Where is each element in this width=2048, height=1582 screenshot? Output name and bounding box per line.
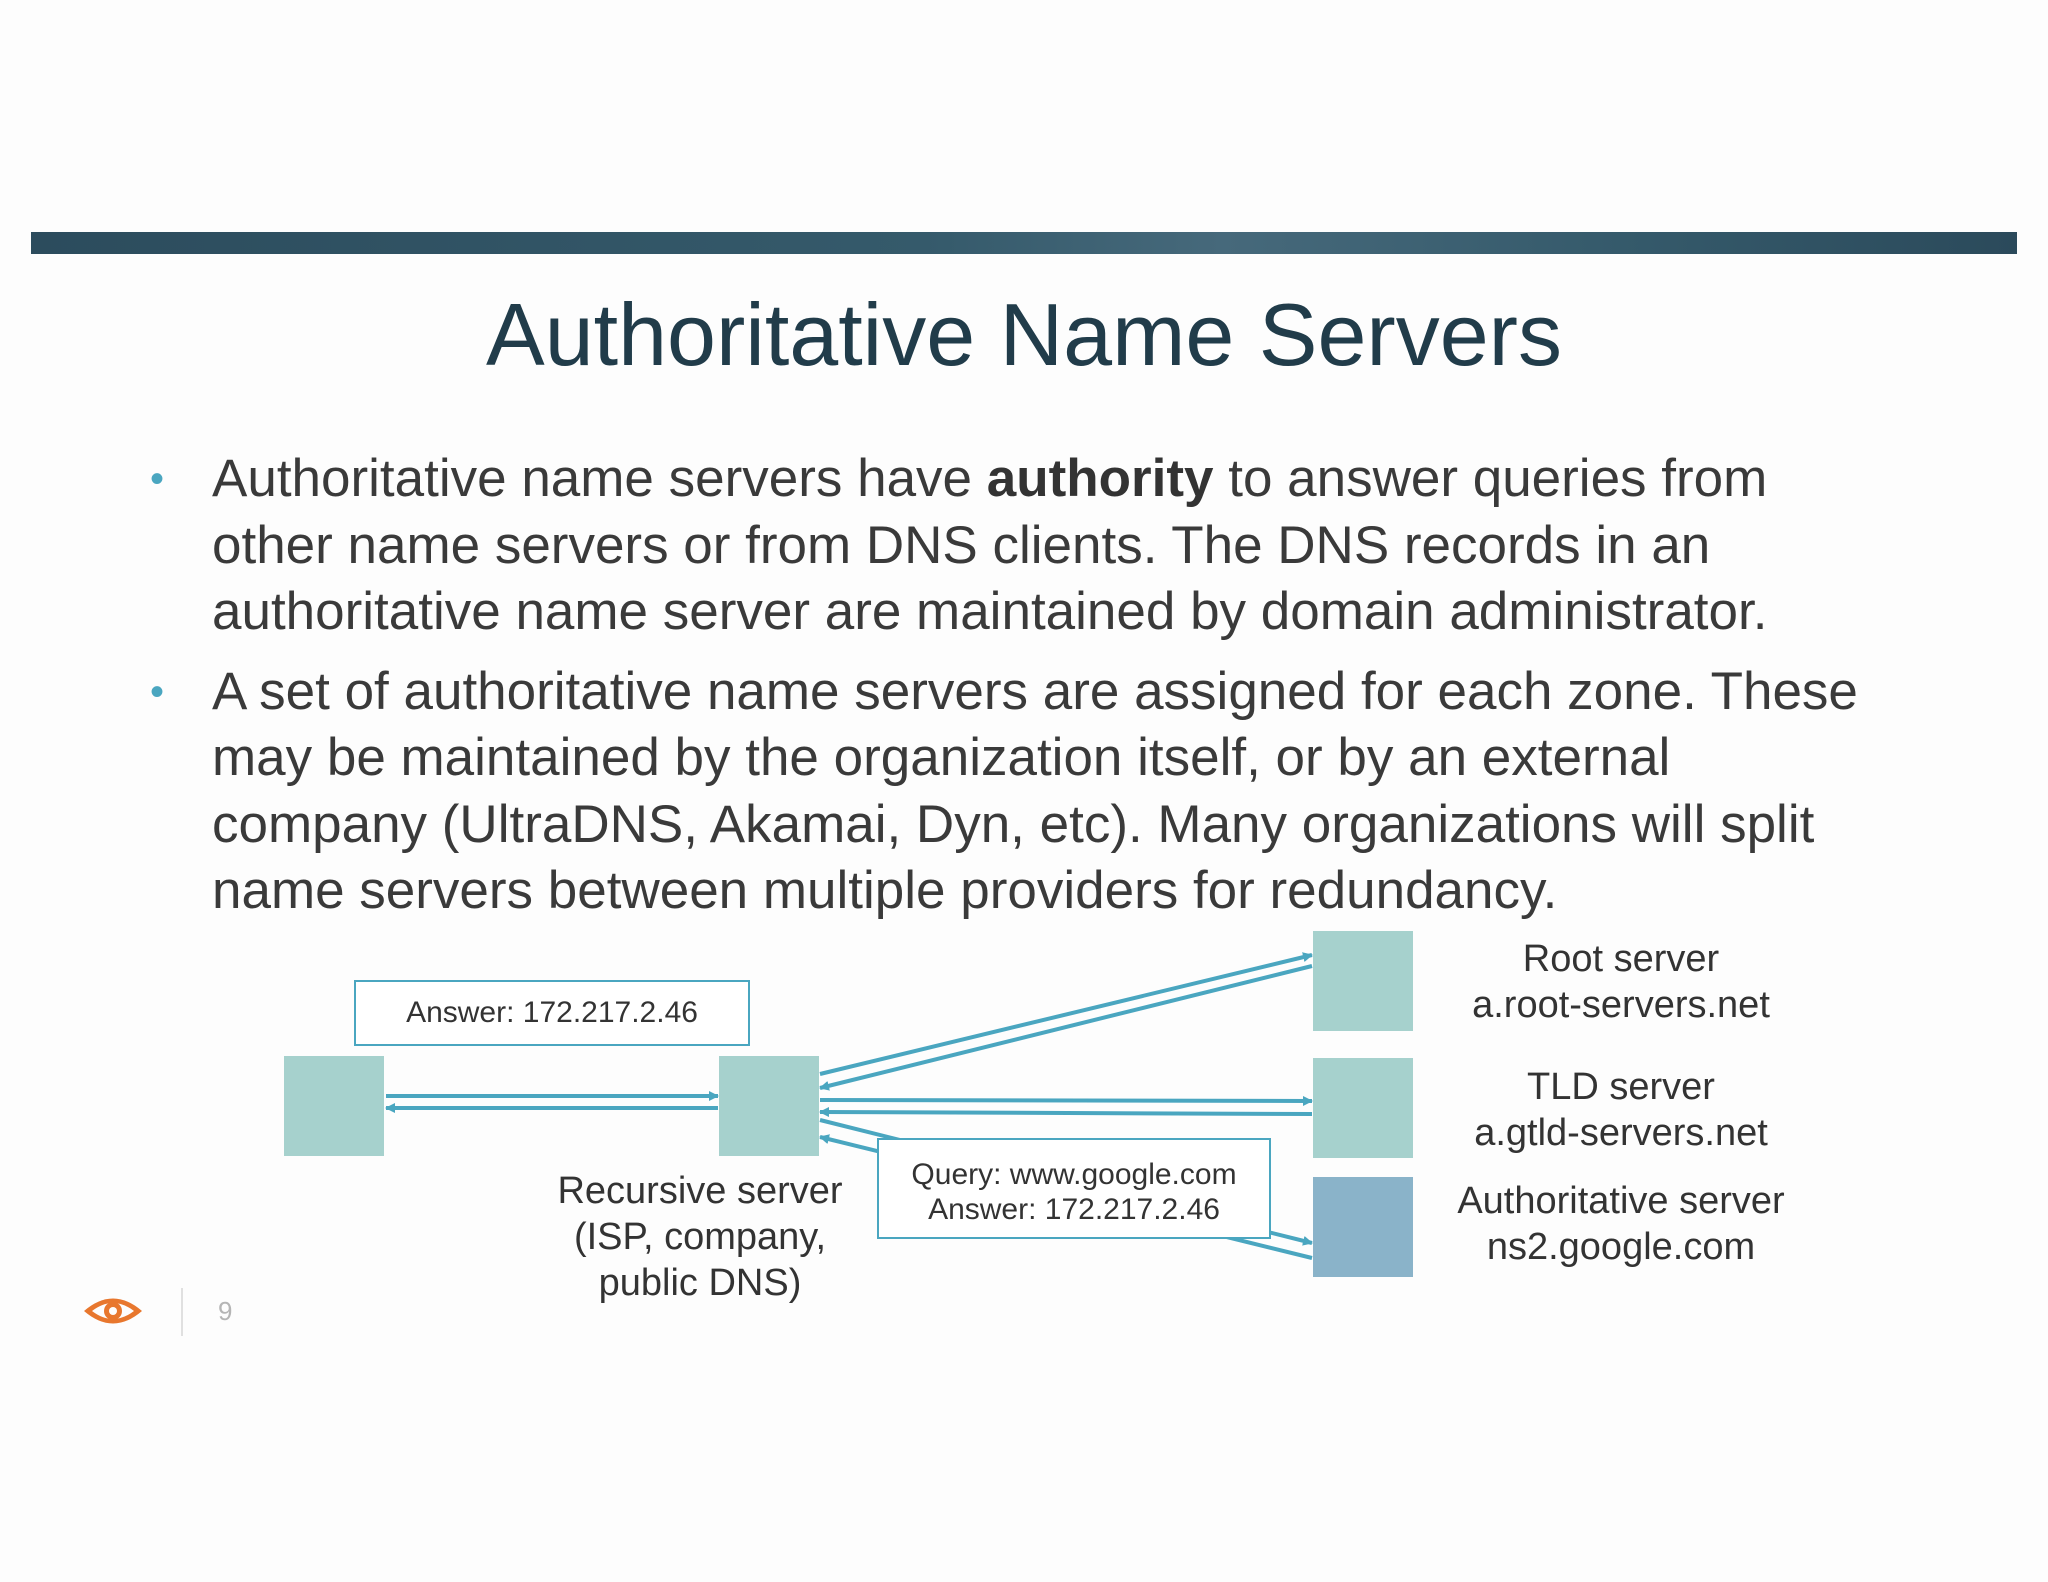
query-text: Query: www.google.com (911, 1158, 1237, 1191)
root-server-label: Root server a.root-servers.net (1440, 936, 1802, 1028)
bullet-line: A set of authoritative name servers are … (212, 661, 1858, 721)
auth-label-line: Authoritative server (1457, 1180, 1785, 1222)
bullet-line: other name servers or from DNS clients. … (212, 515, 1711, 575)
recursive-server-label: Recursive server (ISP, company, public D… (540, 1168, 860, 1306)
bullet-item: • A set of authoritative name servers ar… (140, 659, 1900, 925)
tld-server-node (1313, 1058, 1413, 1158)
bullet-bold-text: authority (986, 449, 1214, 508)
tld-label-line: a.gtld-servers.net (1474, 1112, 1768, 1154)
bullet-line: may be maintained by the organization it… (212, 728, 1671, 787)
auth-label-line: ns2.google.com (1486, 1226, 1756, 1268)
arrow-recursive-to-tld (819, 1095, 1313, 1106)
query-answer-text: Answer: 172.217.2.46 (928, 1193, 1220, 1226)
recursive-server-node (719, 1056, 819, 1156)
root-label-line: a.root-servers.net (1472, 984, 1770, 1026)
bullet-dot-icon: • (150, 457, 165, 501)
bullet-item: • Authoritative name servers have author… (140, 446, 1900, 646)
query-answer-box: Query: www.google.com Answer: 172.217.2.… (877, 1138, 1271, 1239)
bullet-text: to answer queries from (1213, 449, 1768, 508)
tld-server-label: TLD server a.gtld-servers.net (1440, 1064, 1802, 1156)
bullet-text: Authoritative name servers have (212, 449, 987, 508)
footer-divider (181, 1288, 183, 1336)
root-server-node (1313, 931, 1413, 1031)
arrow-tld-to-recursive (819, 1107, 1313, 1118)
bullet-line: authoritative name server are maintained… (212, 582, 1768, 641)
bullet-list: • Authoritative name servers have author… (140, 446, 1900, 938)
title-band (31, 232, 2017, 254)
bullet-line: Authoritative name servers have authorit… (212, 446, 1900, 513)
root-label-line: Root server (1522, 938, 1720, 980)
arrow-root-to-recursive (819, 964, 1313, 1091)
authoritative-server-label: Authoritative server ns2.google.com (1440, 1178, 1802, 1270)
authoritative-server-node (1313, 1177, 1413, 1277)
arrow-recursive-to-root (819, 952, 1313, 1076)
bullet-dot-icon: • (150, 669, 165, 714)
answer-box: Answer: 172.217.2.46 (354, 980, 750, 1046)
page-number: 9 (218, 1296, 233, 1326)
slide-title: Authoritative Name Servers (486, 285, 1562, 384)
bullet-line: name servers between multiple providers … (212, 861, 1558, 920)
answer-text: Answer: 172.217.2.46 (406, 996, 698, 1029)
tld-label-line: TLD server (1527, 1066, 1715, 1108)
bullet-line: company (UltraDNS, Akamai, Dyn, etc). Ma… (212, 794, 1815, 854)
recursive-label-line: (ISP, company, (573, 1216, 827, 1258)
recursive-label-line: Recursive server (557, 1170, 843, 1212)
recursive-label-line: public DNS) (598, 1262, 802, 1304)
eye-logo-icon (84, 1298, 142, 1324)
client-node (284, 1056, 384, 1156)
